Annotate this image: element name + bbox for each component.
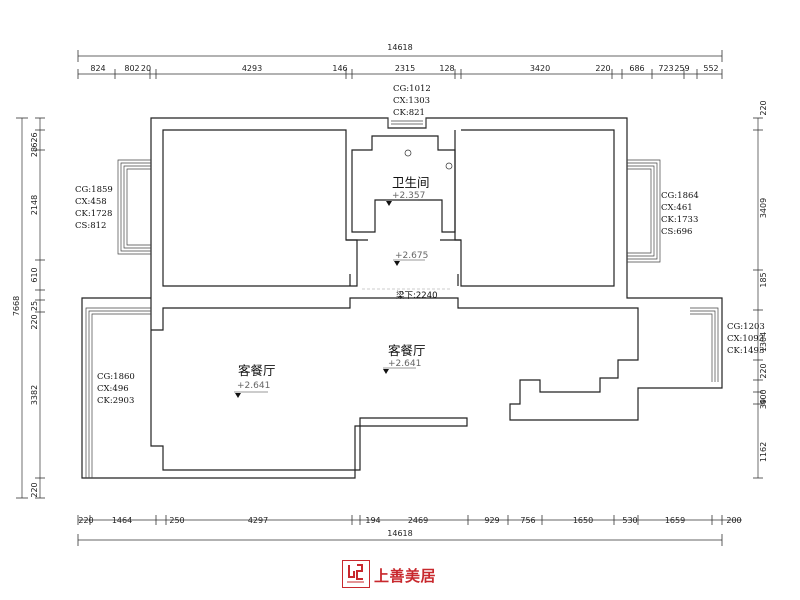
bathroom-label: 卫生间 [392,175,430,190]
left-dim: 626 [30,132,39,147]
beam-label: 梁下:2240 [396,291,438,301]
bathroom-label-group: 卫生间 +2.357 [386,175,430,206]
left-dim: 610 [30,267,39,282]
bottom-dim: 250 [169,516,184,525]
living-main-label-group: 客餐厅 +2.641 [383,343,426,374]
top-dim: 146 [332,64,347,73]
bottom-dim: 4297 [248,516,268,525]
note-line: CK:1728 [75,209,112,219]
top-dim: 220 [595,64,610,73]
left-dim: 3382 [30,385,39,405]
top-dim: 2315 [395,64,415,73]
living-room-left-elevation: +2.641 [237,381,270,391]
walls [81,117,723,479]
note-line: CX:458 [75,197,107,207]
left-lower-window-note: CG:1860 CX:496 CK:2903 [97,372,135,406]
left-dim: 220 [30,482,39,497]
top-dim: 552 [703,64,718,73]
living-room-label: 客餐厅 [388,343,426,358]
right-dim: 220 [759,100,768,115]
top-dim: 3420 [530,64,550,73]
note-line: CX:1303 [393,96,430,106]
right-dim: 39 [759,399,768,409]
top-dim: 20 [141,64,151,73]
top-total-dim: 14618 [387,43,412,52]
note-line: CG:1864 [661,191,699,201]
corridor-elevation: +2.675 [395,251,428,261]
left-dim: 25 [30,301,39,311]
bottom-dim: 2469 [408,516,428,525]
top-dim: 686 [629,64,644,73]
bathroom-elevation: +2.357 [392,191,425,201]
right-dim: 400 [759,389,768,404]
left-dim: 2148 [30,195,39,215]
bottom-dim: 200 [726,516,741,525]
right-dim: 220 [759,363,768,378]
note-line: CX:496 [97,384,129,394]
living-room-elevation: +2.641 [388,359,421,369]
top-dim: 802 [124,64,139,73]
windows [85,118,719,478]
note-line: CS:696 [661,227,692,237]
right-dim: 1162 [759,442,768,462]
bathroom-window-note: CG:1012 CX:1303 CK:821 [393,84,431,118]
right-dim: 3409 [759,198,768,218]
brand-name: 上善美居 [374,567,437,585]
bottom-dim: 929 [484,516,499,525]
left-dim: 28 [30,147,39,157]
bottom-dimensions: 220 1464 250 4297 194 2469 929 756 1650 … [77,515,742,546]
bottom-dim: 1464 [112,516,132,525]
top-dim: 128 [439,64,454,73]
right-dimensions: 220 3409 185 1304 220 400 39 1162 [753,100,768,479]
corridor-elevation-group: +2.675 [393,251,428,266]
bottom-dim: 1650 [573,516,593,525]
note-line: CS:812 [75,221,106,231]
note-line: CG:1203 [727,322,765,332]
note-line: CK:2903 [97,396,134,406]
top-dim: 723 [658,64,673,73]
note-line: CG:1859 [75,185,113,195]
note-line: CK:1733 [661,215,698,225]
note-line: CX:461 [661,203,693,213]
top-dim: 824 [90,64,105,73]
bottom-dim: 530 [622,516,637,525]
living-room-left-label: 客餐厅 [238,363,276,378]
note-line: CK:1493 [727,346,764,356]
left-dimensions: 7668 626 28 2148 610 220 25 3382 220 [12,117,45,499]
top-dim: 259 [674,64,689,73]
bottom-total-dim: 14618 [387,529,412,538]
bottom-dim: 194 [365,516,380,525]
living-left-label-group: 客餐厅 +2.641 [234,363,276,398]
right-dim: 1304 [759,332,768,352]
logo-mark-icon [342,560,370,588]
note-line: CX:1093 [727,334,764,344]
note-line: CG:1012 [393,84,431,94]
top-dimensions: 14618 824 802 20 4293 146 2315 128 3420 … [77,43,723,79]
brand-logo: 上善美居 [338,559,462,593]
top-dim: 4293 [242,64,262,73]
note-line: CK:821 [393,108,425,118]
bottom-dim: 220 [78,516,93,525]
right-lower-window-note: CG:1203 CX:1093 CK:1493 [727,322,765,356]
right-upper-window-note: CG:1864 CX:461 CK:1733 CS:696 [661,191,699,237]
left-total-dim: 7668 [12,296,21,316]
right-dim: 185 [759,272,768,287]
bottom-dim: 1659 [665,516,685,525]
left-upper-window-note: CG:1859 CX:458 CK:1728 CS:812 [75,185,113,231]
left-dim: 220 [30,314,39,329]
bottom-dim: 756 [520,516,535,525]
note-line: CG:1860 [97,372,135,382]
